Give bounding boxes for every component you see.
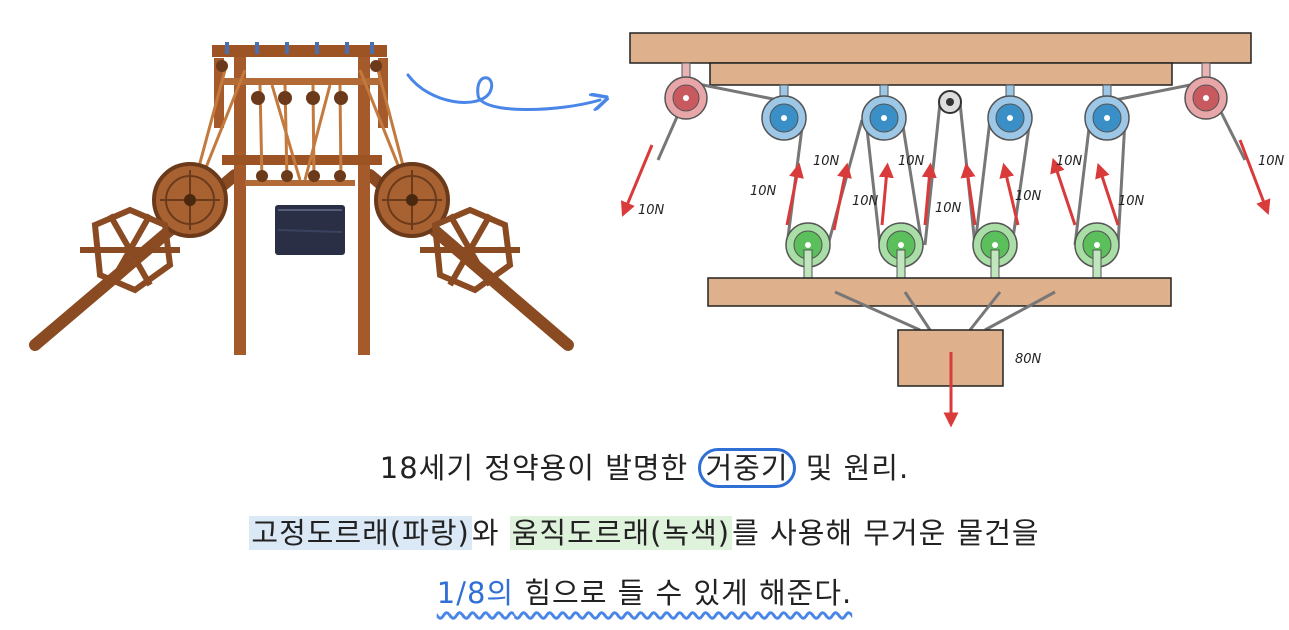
caption-line2-mid: 와 <box>471 516 510 550</box>
fixed-pulley <box>761 84 807 141</box>
caption-line-2: 고정도르래(파랑)와 움직도르래(녹색)를 사용해 무거운 물건을 <box>0 510 1289 552</box>
force-label: 10N <box>750 184 777 199</box>
center-pulley <box>938 90 962 114</box>
connector-arrow <box>406 73 600 110</box>
force-arrows <box>620 139 1271 428</box>
caption-line2-post: 를 사용해 무거운 물건을 <box>732 516 1040 550</box>
fixed-pulley <box>861 84 907 141</box>
fixed-pulley-beam <box>709 62 1173 86</box>
force-label-right: 10N <box>1258 154 1285 169</box>
force-label: 10N <box>935 201 962 216</box>
left-winch <box>80 206 180 294</box>
moving-pulleys <box>785 222 1120 279</box>
right-wheel <box>374 162 450 238</box>
force-label: 10N <box>813 154 840 169</box>
right-winch <box>420 206 520 294</box>
moving-pulley <box>785 222 831 279</box>
geojunggi-crane-illustration <box>29 42 574 355</box>
caption-line-3: 1/8의 힘으로 들 수 있게 해준다. <box>0 570 1289 612</box>
caption-fraction-text: 1/8의 <box>436 576 515 610</box>
force-label: 10N <box>1015 189 1042 204</box>
fixed-pulleys <box>761 84 1130 141</box>
caption-line3-post: 힘으로 들 수 있게 해준다. <box>514 576 853 610</box>
caption-line1-pre: 18세기 정약용이 발명한 <box>379 451 699 485</box>
moving-pulley <box>1074 222 1120 279</box>
moving-pulley <box>878 222 924 279</box>
force-label: 10N <box>852 194 879 209</box>
caption-line-1: 18세기 정약용이 발명한 거중기 및 원리. <box>0 445 1289 488</box>
moving-pulley-beam <box>707 277 1172 307</box>
ceiling-beam <box>629 32 1252 64</box>
end-pulley-right <box>1184 62 1228 120</box>
load-force-label: 80N <box>1015 352 1042 367</box>
left-wheel <box>152 162 228 238</box>
fixed-pulley <box>987 84 1033 141</box>
force-label: 10N <box>1056 154 1083 169</box>
force-label-left: 10N <box>638 203 665 218</box>
end-pulley-left <box>664 62 708 120</box>
caption-fixed-pulley-text: 고정도르래(파랑) <box>249 516 472 550</box>
force-label: 10N <box>898 154 925 169</box>
caption-line1-circled: 거중기 <box>698 448 796 488</box>
moving-pulley <box>972 222 1018 279</box>
force-label: 10N <box>1118 194 1145 209</box>
fixed-pulley <box>1084 84 1130 141</box>
pulley-diagram: 10N 10N 10N 10N 10N 10N 10N 10N 10N 10N … <box>620 32 1285 428</box>
caption-moving-pulley-text: 움직도르래(녹색) <box>509 516 733 550</box>
caption-line1-post: 및 원리. <box>795 451 910 485</box>
